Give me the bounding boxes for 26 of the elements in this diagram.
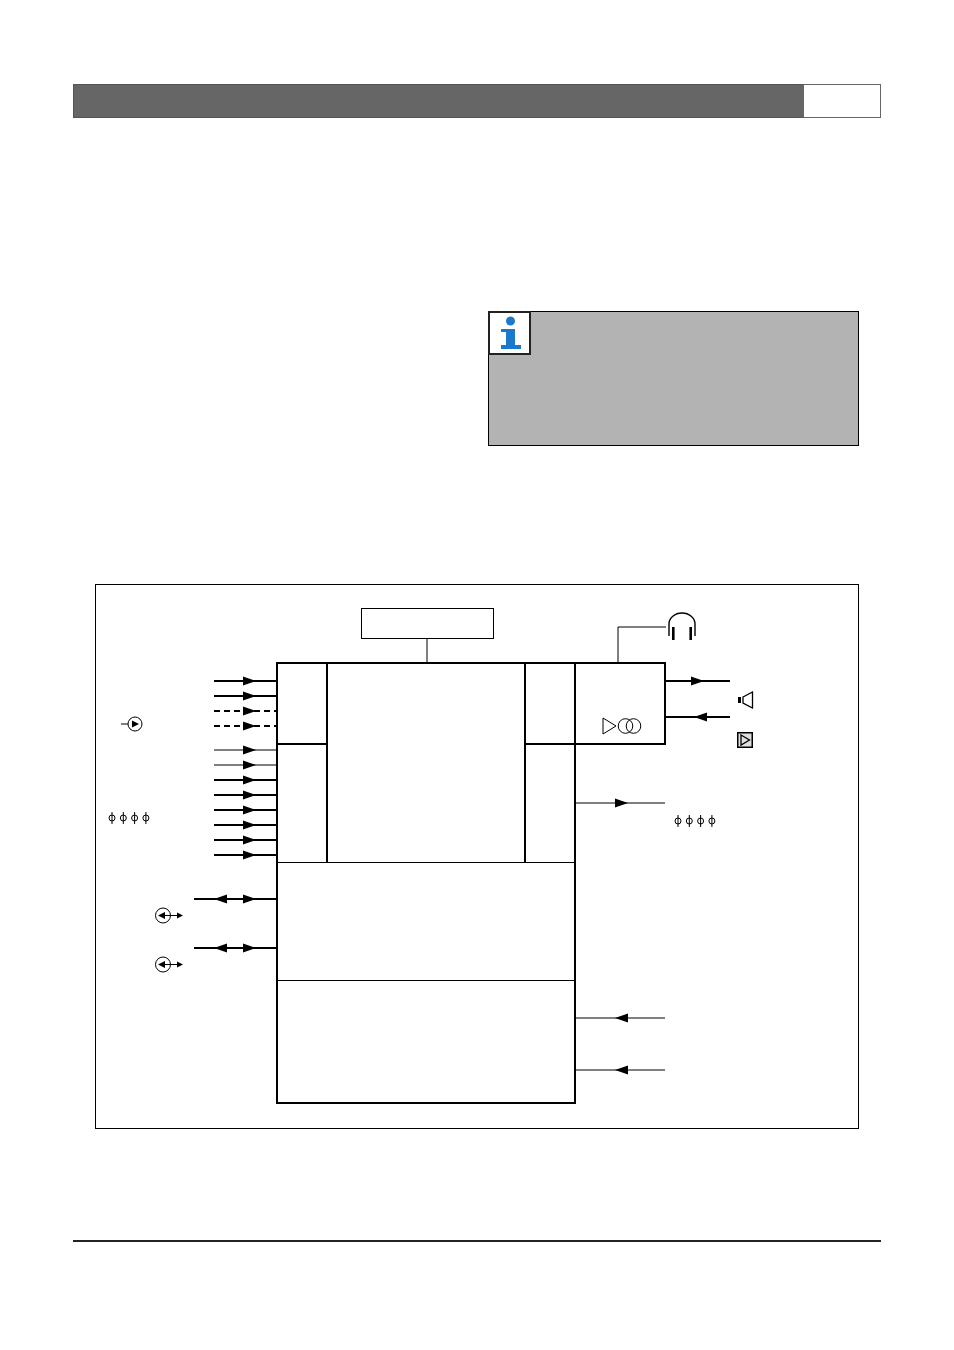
double-arrow <box>193 894 277 904</box>
arrow <box>213 790 277 800</box>
arrow <box>213 820 277 830</box>
arrow <box>213 760 277 770</box>
arrow <box>213 850 277 860</box>
arrow <box>665 676 731 686</box>
arrow <box>213 775 277 785</box>
connector-line <box>617 626 667 663</box>
arrow <box>213 805 277 815</box>
arrow <box>213 706 277 716</box>
connector-line <box>426 638 428 663</box>
function-block <box>276 862 576 981</box>
function-block <box>276 662 328 745</box>
function-block <box>361 608 494 639</box>
function-block <box>276 980 576 1104</box>
headphones-icon <box>666 611 698 641</box>
arrow <box>213 745 277 755</box>
arrow <box>213 691 277 701</box>
function-block <box>574 662 666 745</box>
arrow <box>213 721 277 731</box>
double-arrow <box>193 943 277 953</box>
arrow <box>665 712 731 722</box>
arrow <box>575 1065 666 1075</box>
arrow <box>213 835 277 845</box>
arrow <box>575 798 666 808</box>
arrow <box>575 1013 666 1023</box>
